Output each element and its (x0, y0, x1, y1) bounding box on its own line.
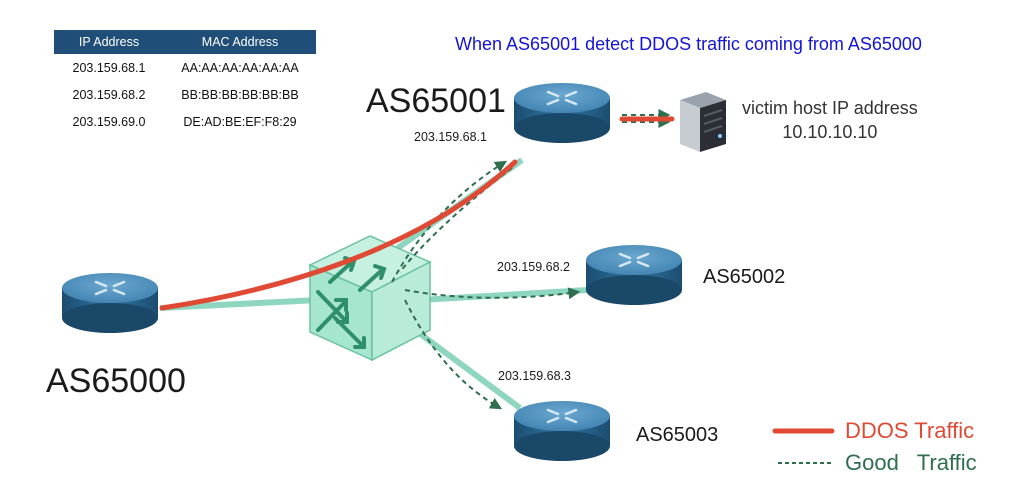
mac-cell: DE:AD:BE:EF:F8:29 (183, 114, 297, 129)
ddos-path-as65000-to-as65001 (159, 159, 518, 311)
mac-cell: AA:AA:AA:AA:AA:AA (181, 60, 299, 75)
ip-as65001: 203.159.68.1 (414, 130, 487, 144)
good-path-to-as65002 (404, 287, 581, 300)
header-ip-address: IP Address (54, 30, 164, 54)
ip-as65002: 203.159.68.2 (497, 260, 570, 274)
link-as65000-switch (159, 297, 319, 311)
router-arrows-icon (546, 90, 578, 106)
server-icon (680, 92, 726, 152)
router-as65003 (514, 401, 610, 461)
table-row: 203.159.68.1 AA:AA:AA:AA:AA:AA (54, 54, 316, 81)
label-as65001: AS65001 (366, 82, 506, 120)
label-as65002: AS65002 (703, 266, 786, 288)
legend-good-label: Good Traffic (845, 450, 977, 475)
router-arrows-icon (94, 280, 126, 296)
good-path-to-as65003 (404, 299, 503, 410)
label-as65003: AS65003 (636, 424, 719, 446)
ip-mac-table: IP Address MAC Address 203.159.68.1 AA:A… (54, 30, 316, 135)
ip-cell: 203.159.69.0 (72, 114, 146, 129)
router-as65001 (514, 83, 610, 143)
ip-cell: 203.159.68.2 (72, 87, 146, 102)
router-as65000 (62, 273, 158, 333)
ip-cell: 203.159.68.1 (72, 60, 146, 75)
link-switch-as65002 (419, 287, 589, 303)
table-row: 203.159.69.0 DE:AD:BE:EF:F8:29 (54, 108, 316, 135)
link-switch-as65003 (413, 327, 522, 411)
router-arrows-icon (618, 252, 650, 268)
headline: When AS65001 detect DDOS traffic coming … (455, 34, 922, 54)
victim-label: victim host IP address 10.10.10.10 (742, 96, 918, 144)
ip-as65003: 203.159.68.3 (498, 369, 571, 383)
label-as65000: AS65000 (46, 362, 186, 400)
victim-label-line2: 10.10.10.10 (782, 122, 878, 142)
victim-label-line1: victim host IP address (742, 98, 918, 118)
router-arrows-icon (546, 408, 578, 424)
table-row: 203.159.68.2 BB:BB:BB:BB:BB:BB (54, 81, 316, 108)
good-traffic-paths (391, 109, 671, 410)
good-path-to-as65001 (391, 160, 508, 283)
router-as65002 (586, 245, 682, 305)
legend-ddos-label: DDOS Traffic (845, 418, 975, 443)
mac-cell: BB:BB:BB:BB:BB:BB (181, 87, 299, 102)
header-mac-address: MAC Address (164, 30, 316, 54)
ddos-traffic-paths (159, 116, 675, 311)
